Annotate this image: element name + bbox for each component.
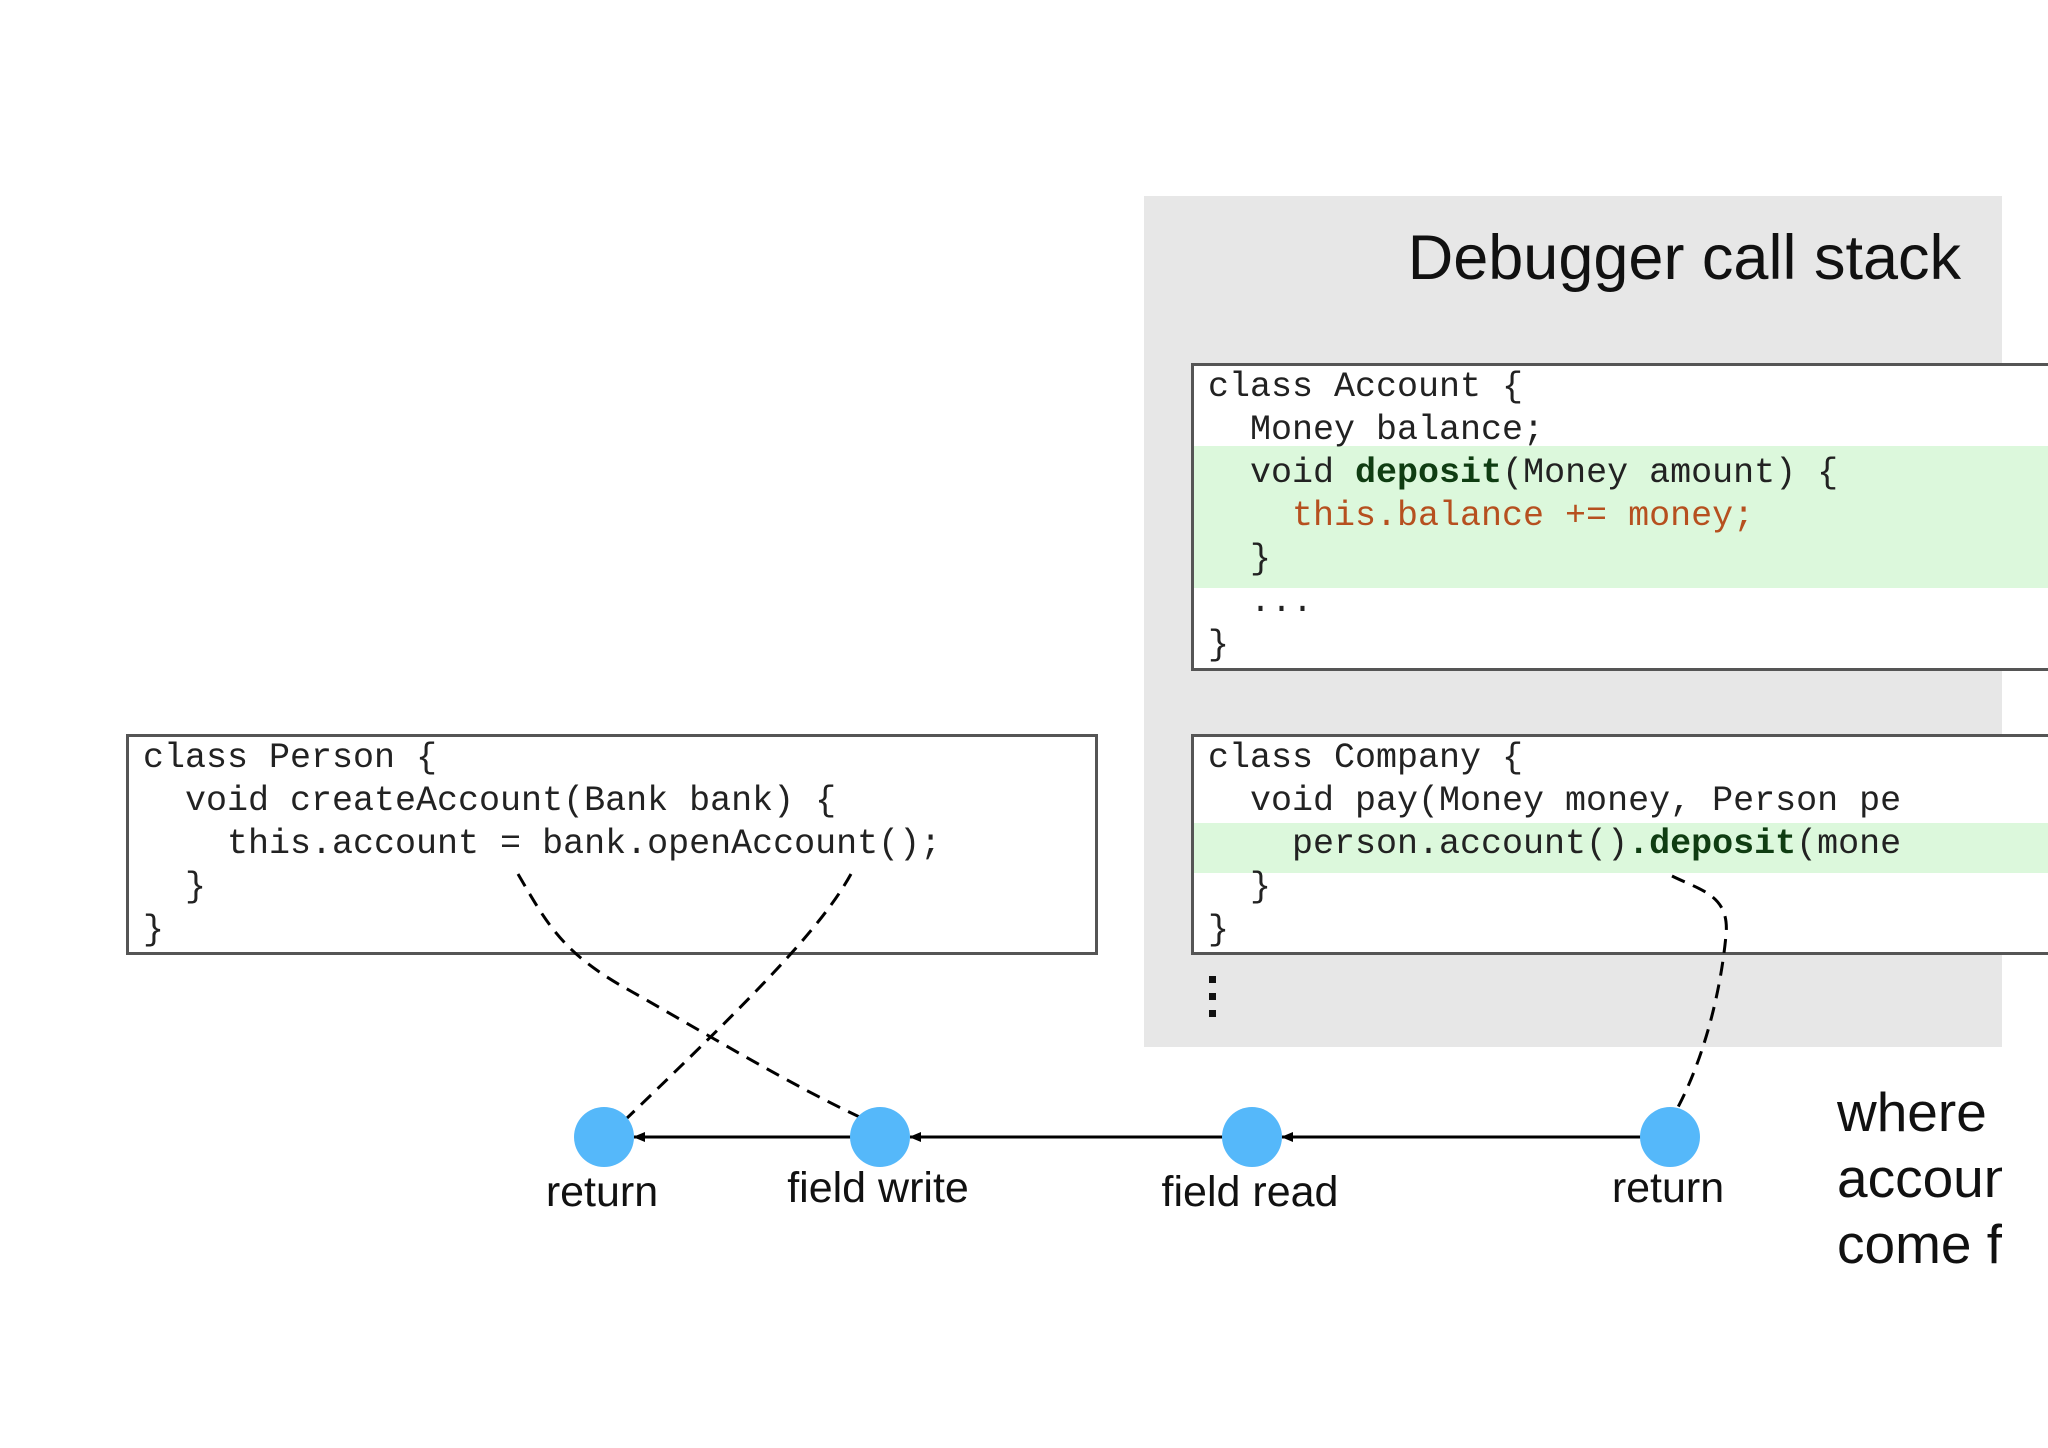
node-field-read bbox=[1222, 1107, 1282, 1167]
code-line-current: this.balance += money; bbox=[1208, 496, 1755, 536]
code-text: (Money amount) { bbox=[1502, 453, 1839, 493]
code-text: (mone bbox=[1796, 824, 1902, 864]
node-label: return bbox=[545, 1168, 659, 1216]
code-line: class Account { bbox=[1208, 367, 1524, 407]
question-line: where d bbox=[1837, 1081, 2002, 1143]
code-line: } bbox=[1208, 625, 1230, 665]
account-frame[interactable]: class Account { Money balance; void depo… bbox=[1191, 363, 2048, 671]
code-line: void deposit(Money amount) { bbox=[1208, 452, 1838, 495]
call-stack-title: Debugger call stack bbox=[1407, 223, 1961, 293]
code-line: void createAccount(Bank bank) { bbox=[143, 781, 837, 821]
node-label: field read bbox=[1161, 1168, 1339, 1216]
call-site-highlight bbox=[1194, 823, 2048, 873]
node-return-right bbox=[1640, 1107, 1700, 1167]
code-text: void bbox=[1208, 453, 1356, 493]
code-line: void pay(Money money, Person pe bbox=[1208, 781, 1902, 821]
link-account-to-field-write bbox=[516, 873, 867, 1122]
method-name-deposit: deposit bbox=[1355, 453, 1503, 493]
question-line: accoun bbox=[1837, 1147, 2002, 1209]
code-line: Money balance; bbox=[1208, 410, 1545, 450]
question-line: come f bbox=[1837, 1213, 2002, 1275]
code-line: class Person { bbox=[143, 738, 438, 778]
code-line-call: person.account().deposit(mone bbox=[1208, 823, 1901, 866]
code-line: ... bbox=[1208, 582, 1314, 622]
code-line: class Company { bbox=[1208, 738, 1524, 778]
code-line: } bbox=[1208, 910, 1230, 950]
link-call-to-return bbox=[1670, 874, 1728, 1119]
code-line: } bbox=[1208, 867, 1272, 907]
code-line: this.account = bank.openAccount(); bbox=[143, 824, 942, 864]
company-frame[interactable]: class Company { void pay(Money money, Pe… bbox=[1191, 734, 2048, 955]
link-openaccount-to-return bbox=[623, 873, 853, 1122]
more-frames-icon bbox=[1206, 972, 1218, 1022]
active-frame-highlight bbox=[1194, 446, 2048, 588]
code-line: } bbox=[143, 910, 165, 950]
code-text: person.account() bbox=[1208, 824, 1629, 864]
node-label: return bbox=[1611, 1164, 1725, 1212]
person-code-box: class Person { void createAccount(Bank b… bbox=[126, 734, 1098, 955]
node-field-write bbox=[850, 1107, 910, 1167]
code-line: } bbox=[143, 867, 207, 907]
method-name-deposit: .deposit bbox=[1628, 824, 1797, 864]
code-line: } bbox=[1208, 539, 1272, 579]
node-label: field write bbox=[787, 1164, 969, 1212]
question-text: where d accoun come f bbox=[1837, 1079, 2002, 1277]
node-return-left bbox=[574, 1107, 634, 1167]
